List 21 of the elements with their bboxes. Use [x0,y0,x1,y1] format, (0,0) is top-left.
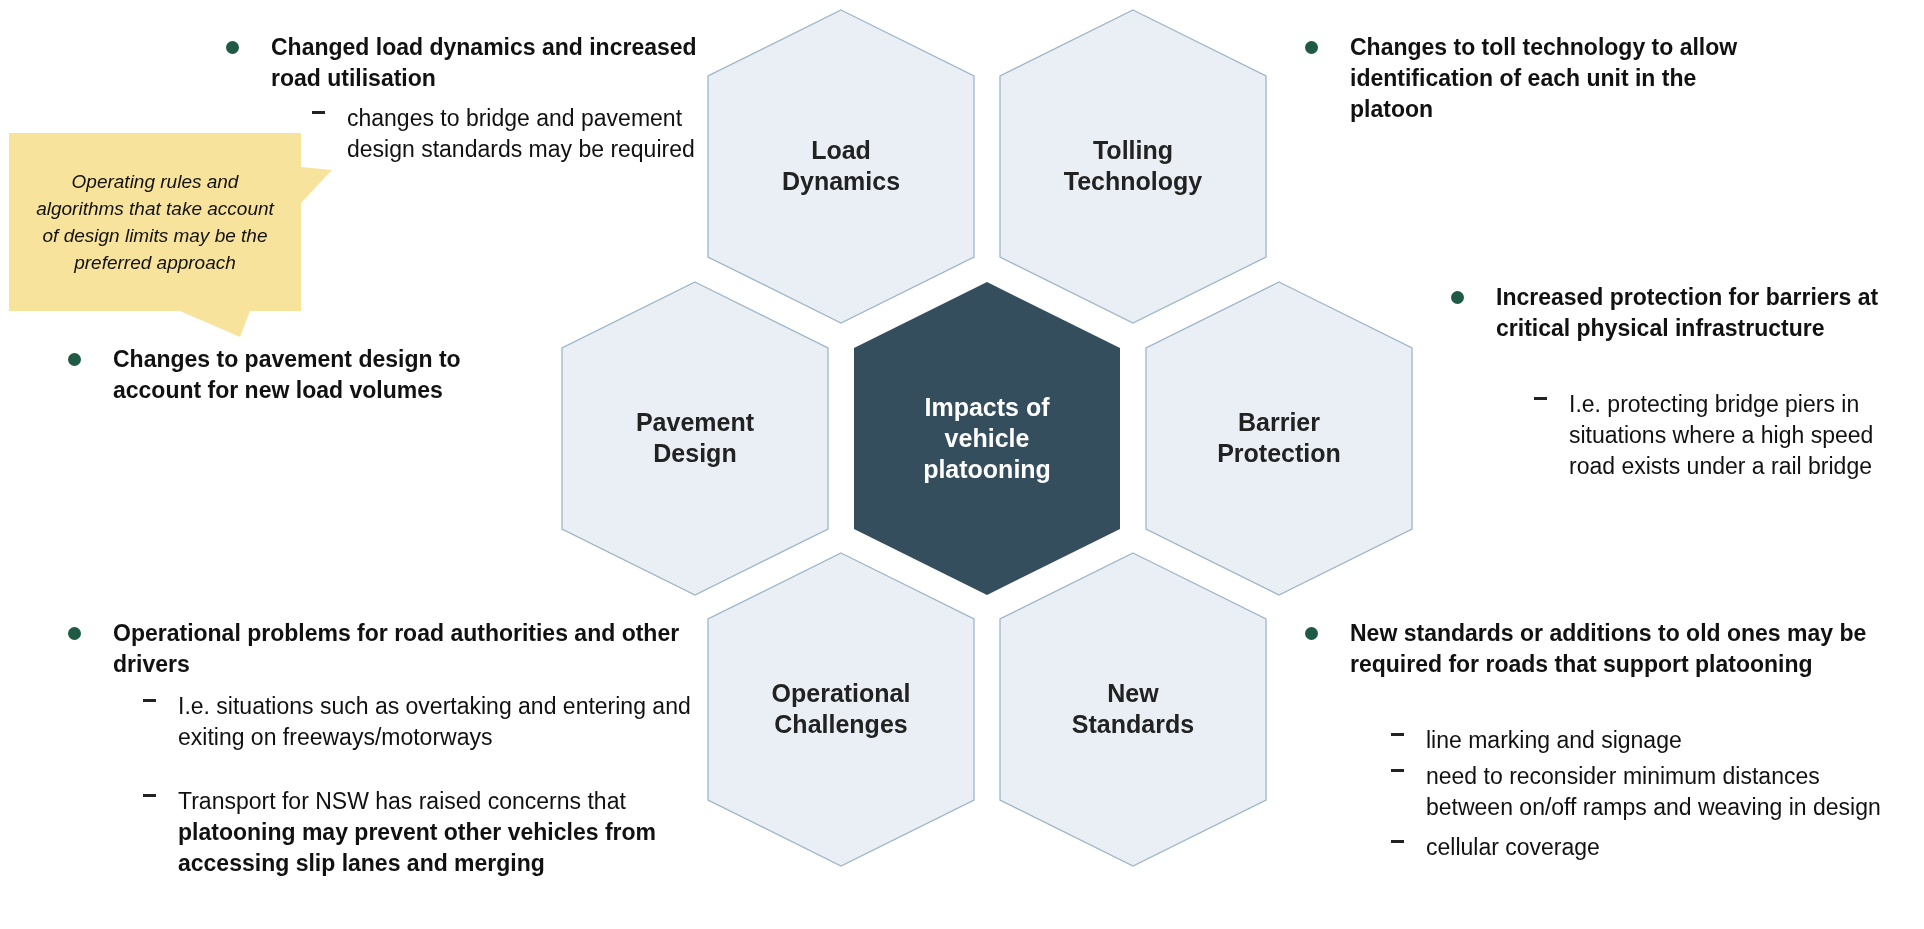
sub-bullet-text: I.e. situations such as overtaking and entering and exiting on freeways/motorways [178,692,692,752]
hexagon-title: Barrier Protection [1216,407,1342,469]
hexagon-title: Operational Challenges [770,678,912,740]
bullet-heading: New standards or additions to old ones may be required for roads that support platooning [1350,619,1868,679]
hexagon-title: Pavement Design [634,407,756,469]
sub-bullet-text: Transport for NSW has raised concerns that platooning may prevent other vehicles from accessing slip lanes and merging [178,787,657,878]
callout-note: Operating rules and algorithms that take account of design limits may be the preferred approach [35,170,276,275]
sub-bullet-text: I.e. protecting bridge piers in situations where a high speed road exists under a rail bridge [1569,390,1875,481]
sub-bullet-text: changes to bridge and pavement design standards may be required [347,104,696,164]
sub-bullet-text: need to reconsider minimum distances between on/off ramps and weaving in design [1426,762,1882,822]
hexagon-title: New Standards [1070,678,1196,740]
bullet-heading: Operational problems for road authorities and other drivers [113,619,681,679]
bullet-heading: Increased protection for barriers at critical physical infrastructure [1496,283,1880,343]
hexagon-title: Tolling Technology [1062,135,1204,197]
hexagon-title: Load Dynamics [780,135,902,197]
sub-bullet-text: cellular coverage [1426,833,1601,862]
bullet-heading: Changes to toll technology to allow identification of each unit in the platoon [1350,33,1739,124]
central-topic-text: Impacts of vehicle platooning [922,391,1052,485]
sub-bullet-text: line marking and signage [1426,726,1683,755]
bullet-heading: Changed load dynamics and increased road utilisation [271,33,698,93]
bullet-heading: Changes to pavement design to account for new load volumes [113,345,462,405]
